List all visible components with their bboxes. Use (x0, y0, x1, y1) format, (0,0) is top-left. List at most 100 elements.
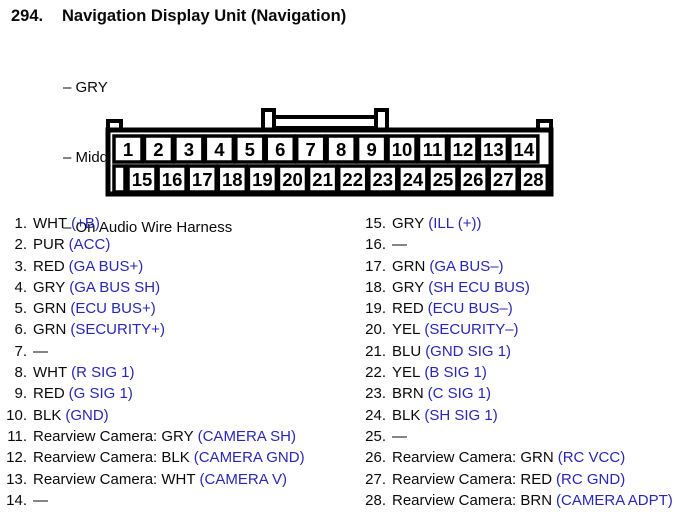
pin-cell-1 (112, 134, 144, 164)
pin-cell-label: 25 (433, 169, 454, 190)
pin-cell-label: 20 (282, 169, 303, 190)
pin-number: 23. (365, 385, 386, 403)
pin-number: 5. (14, 300, 27, 318)
pin-row-6: 6.GRN(SECURITY+) (0, 319, 305, 340)
pin-wire-color: BLK (33, 406, 62, 424)
connector-harness-note: – On Audio Wire Harness (63, 219, 233, 237)
pin-wire-color: GRY (392, 215, 425, 232)
section-header: 294.Navigation Display Unit (Navigation) (11, 6, 346, 26)
pin-cell-28 (517, 164, 550, 194)
pin-cell-7 (294, 134, 327, 164)
pin-wire-color: Rearview Camera: WHT (33, 470, 196, 488)
pin-signal: (ECU BUS–) (427, 300, 513, 318)
pin-cell-label: 23 (373, 169, 394, 190)
pin-wire-color: YEL (392, 364, 421, 382)
pin-cell-label: 17 (192, 169, 213, 190)
pin-wire-color: PUR (33, 236, 65, 254)
pin-wire-color: BLK (392, 406, 421, 424)
pin-row-13: 13.Rearview Camera: WHT(CAMERA V) (0, 469, 305, 490)
pin-number: 11. (7, 427, 27, 445)
pin-cell-5 (234, 134, 266, 164)
pin-cell-label: 3 (184, 139, 194, 160)
pin-cell-12 (447, 134, 479, 164)
pin-row-8: 8.WHT(R SIG 1) (0, 362, 305, 383)
pin-number: 18. (365, 278, 386, 296)
pin-cell-21 (306, 164, 339, 194)
pin-number: 8. (14, 364, 27, 382)
pin-number: 16. (365, 236, 386, 254)
pin-cell-label: 5 (245, 139, 255, 160)
pin-list-left: 1.WHT(+B)2.PUR(ACC)3.RED(GA BUS+)4.GRY(G… (0, 213, 305, 511)
pin-cell-label: 8 (336, 139, 346, 160)
pin-number: 4. (14, 278, 27, 296)
pin-number: 13. (6, 470, 27, 488)
pin-number: 17. (365, 257, 386, 275)
pin-signal: (GA BUS–) (429, 257, 504, 275)
pin-cell-25 (427, 164, 459, 194)
pin-number: 22. (365, 364, 386, 382)
pin-cell-label: 12 (453, 139, 474, 160)
pin-signal: (B SIG 1) (424, 364, 487, 382)
pin-cell-label: 19 (252, 169, 273, 190)
pin-wire-color: BRN (392, 385, 424, 403)
pin-cell-10 (386, 134, 418, 164)
pin-cell-label: 24 (403, 169, 424, 190)
pin-signal: (ECU BUS+) (70, 300, 156, 318)
blank-cell (112, 164, 127, 194)
pin-cell-label: 4 (214, 139, 225, 160)
pin-wire-color: GRN (33, 321, 67, 339)
pin-cell-label: 10 (392, 139, 413, 160)
pin-cell-15 (126, 164, 158, 194)
pin-wire-color: WHT (33, 215, 68, 232)
pin-row-7: 7.— (0, 341, 305, 362)
pin-cell-label: 27 (493, 169, 514, 190)
pin-cell-label: 6 (275, 139, 285, 160)
pin-wire-color: RED (392, 300, 424, 318)
pin-cell-label: 7 (306, 139, 316, 160)
pin-number: 1. (14, 215, 27, 232)
pin-wire-color: BLU (392, 342, 422, 360)
pin-wire-color: — (392, 236, 407, 254)
connector-color-note: – GRY (63, 78, 108, 96)
pin-row-18: 18.GRY(SH ECU BUS) (359, 277, 673, 298)
pin-cell-label: 28 (523, 169, 544, 190)
pin-cell-13 (477, 134, 510, 164)
pin-cell-label: 1 (123, 139, 133, 160)
pin-row-1: 1.WHT(+B) (0, 213, 305, 234)
pin-cell-label: 22 (342, 169, 363, 190)
pin-cell-14 (508, 134, 540, 164)
pin-number: 3. (14, 257, 27, 275)
page-title: Navigation Display Unit (Navigation) (62, 7, 347, 25)
pin-number: 6. (14, 321, 27, 339)
pin-number: 10. (6, 406, 27, 424)
pin-cell-27 (487, 164, 519, 194)
pin-number: 9. (14, 385, 27, 403)
pin-cell-label: 2 (153, 139, 163, 160)
pin-cell-label: 26 (463, 169, 484, 190)
pin-row-20: 20.YEL(SECURITY–) (359, 319, 673, 340)
pin-wire-color: — (33, 342, 48, 360)
pin-cell-26 (457, 164, 489, 194)
pin-cell-18 (216, 164, 249, 194)
pin-cell-label: 21 (312, 169, 333, 190)
pin-signal: (RC VCC) (557, 449, 626, 467)
pin-number: 15. (365, 215, 386, 232)
pin-wire-color: Rearview Camera: BLK (33, 449, 190, 467)
pin-cell-label: 15 (132, 169, 153, 190)
pin-cell-24 (397, 164, 429, 194)
pin-cell-9 (355, 134, 388, 164)
pin-cell-19 (246, 164, 279, 194)
pin-number: 2. (14, 236, 27, 254)
pin-number: 14. (6, 491, 27, 509)
pin-signal: (SECURITY–) (424, 321, 519, 339)
pin-signal: (R SIG 1) (71, 364, 135, 382)
pin-cell-label: 9 (366, 139, 376, 160)
pin-row-11: 11.Rearview Camera: GRY(CAMERA SH) (0, 426, 305, 447)
pin-row-2: 2.PUR(ACC) (0, 234, 305, 255)
pin-signal: (CAMERA GND) (193, 449, 305, 467)
pin-number: 24. (365, 406, 386, 424)
pin-signal: (C SIG 1) (427, 385, 492, 403)
